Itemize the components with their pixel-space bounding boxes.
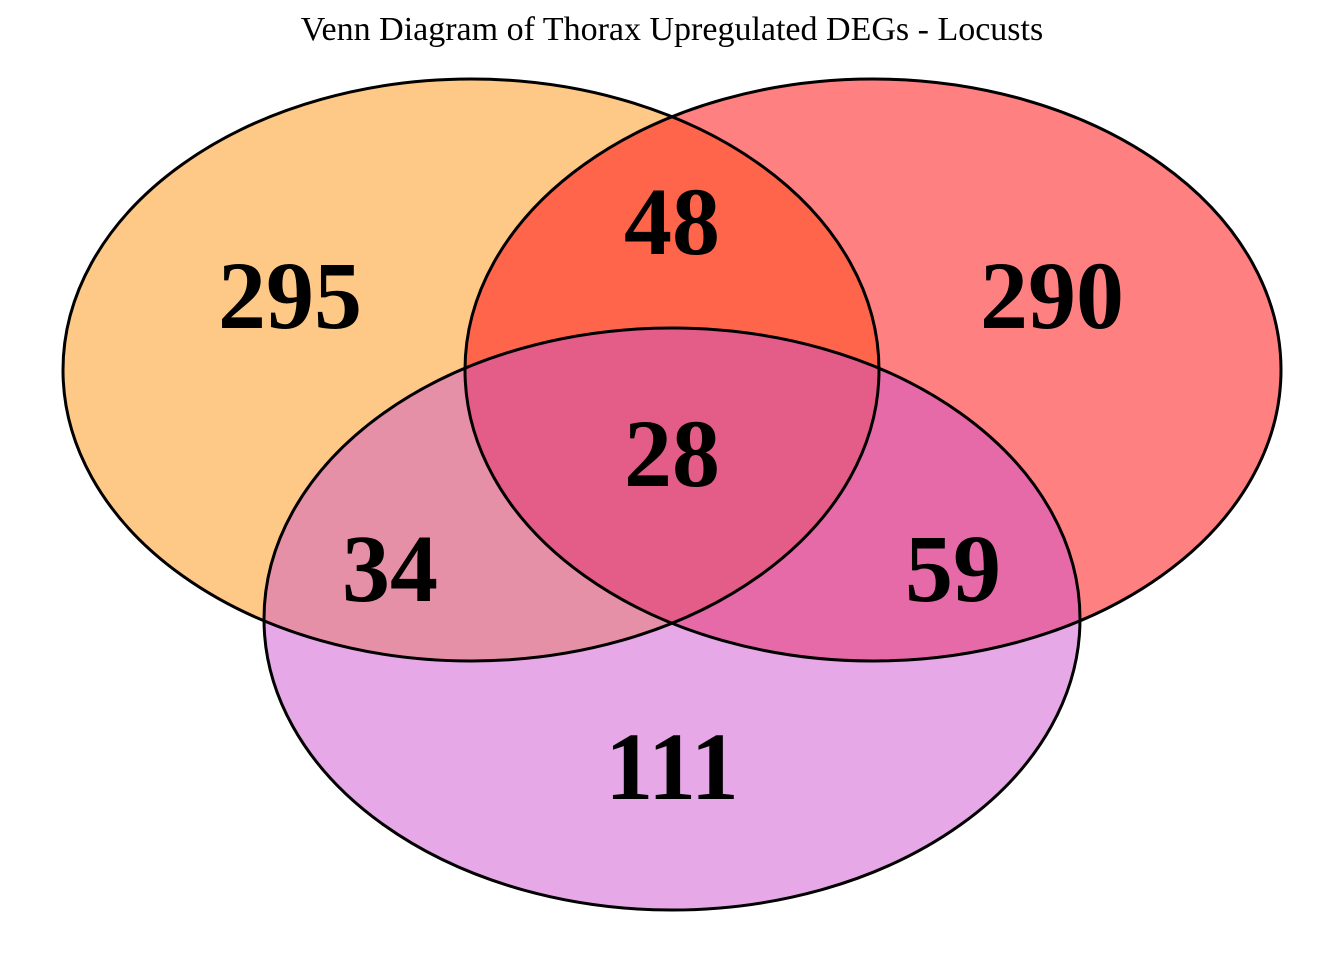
- count-b-only: 290: [980, 242, 1124, 349]
- count-ab: 48: [624, 168, 720, 275]
- count-c-only: 111: [605, 713, 738, 820]
- count-abc: 28: [624, 400, 720, 507]
- diagram-title: Venn Diagram of Thorax Upregulated DEGs …: [301, 11, 1043, 48]
- set-c-outline: [262, 326, 1082, 912]
- count-ac: 34: [342, 515, 438, 622]
- count-bc: 59: [905, 515, 1001, 622]
- count-a-only: 295: [218, 242, 362, 349]
- set-a-outline: [61, 77, 881, 663]
- set-b-outline: [463, 77, 1283, 663]
